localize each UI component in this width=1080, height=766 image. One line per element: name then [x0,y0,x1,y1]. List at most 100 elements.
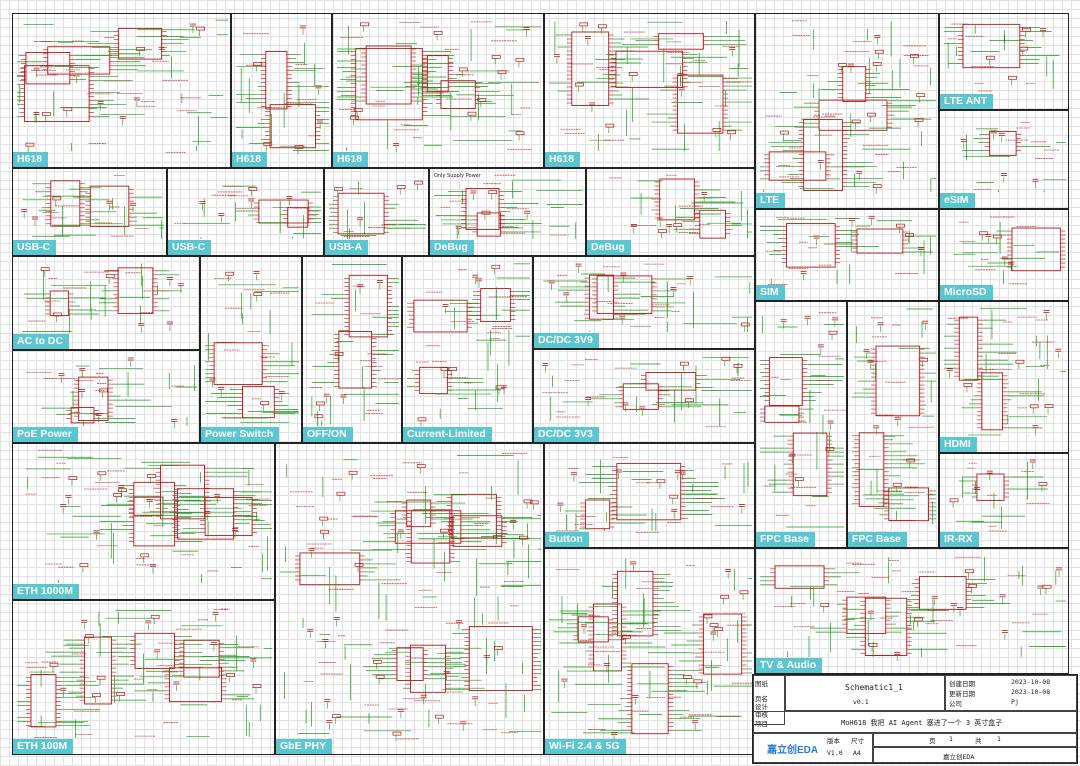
block-tv-audio[interactable]: TV & Audio [755,548,1069,674]
block-lte[interactable]: LTE [755,13,939,209]
block-microsd[interactable]: MicroSD [939,209,1069,301]
block-usb-c-b[interactable]: USB-C [167,168,324,256]
block-power-switch[interactable]: Power Switch [200,256,302,443]
schematic-ac-to-dc [22,263,184,333]
block-label: USB-A [325,240,369,255]
title-divider [945,675,1077,711]
block-label: DC/DC 3V3 [534,427,599,442]
label-updated: 更新日期 [949,690,975,698]
block-h618-a[interactable]: H618 [12,13,231,168]
title-divider [753,733,873,763]
schematic-dcdc-3v9 [543,263,752,332]
sheet-number: 1 [949,735,953,743]
block-usb-a[interactable]: USB-A [324,168,429,256]
block-dcdc-3v3[interactable]: DC/DC 3V3 [533,349,755,443]
block-label: USB-C [168,240,212,255]
block-label: Button [545,532,589,547]
schematic-eth-1000m [25,449,272,583]
block-label: Power Switch [201,427,280,442]
block-label: eSIM [940,193,975,208]
block-h618-b[interactable]: H618 [231,13,332,168]
schematic-poe-power [26,357,197,429]
block-fpc-base-b[interactable]: FPC Base [847,301,939,548]
schematic-usb-c-a [21,175,164,239]
label-project: 项目 [755,720,768,728]
schematic-h618-b [236,25,329,155]
block-label: Wi-Fi 2.4 & 5G [545,739,626,754]
sheet-name: Schematic1_1 [845,683,903,692]
block-wifi[interactable]: Wi-Fi 2.4 & 5G [544,548,755,755]
schematic-debug-a [434,174,583,239]
label-designer: 设计 [755,703,768,711]
block-ac-to-dc[interactable]: AC to DC [12,256,200,350]
block-current-limited[interactable]: Current-Limited [402,256,533,443]
label-company: 公司 [949,700,962,708]
block-label: LTE ANT [940,94,994,109]
block-eth-100m[interactable]: ETH 100M [12,600,275,755]
schematic-eth-100m [17,608,272,738]
block-label: FPC Base [848,532,908,547]
schematic-tv-audio [760,556,1066,662]
block-gbe-phy[interactable]: GbE PHY [275,443,544,755]
label-size: 尺寸 [851,737,864,745]
block-label: H618 [13,152,49,167]
label-sheet: 页 [929,737,936,745]
block-sim[interactable]: SIM [755,209,939,301]
block-usb-c-a[interactable]: USB-C [12,168,167,256]
sheet-total: 1 [997,735,1001,743]
created-date: 2023-10-08 [1011,678,1051,686]
label-reviewer: 审核 [755,711,768,719]
block-label: DeBug [430,240,474,255]
block-ir-rx[interactable]: IR-RX [939,453,1069,548]
title-divider [753,711,1077,733]
block-label: OFF/ON [303,427,353,442]
schematic-off-on [309,264,401,426]
block-label: SIM [756,285,785,300]
schematic-wifi [549,558,754,742]
schematic-lte [760,20,936,194]
block-dcdc-3v9[interactable]: DC/DC 3V9 [533,256,755,349]
block-debug-b[interactable]: DeBug [586,168,755,256]
block-label: H618 [545,152,581,167]
block-label: DC/DC 3V9 [534,333,599,348]
title-divider [785,675,945,711]
schematic-gbe-phy [280,452,541,742]
updated-date: 2023-10-08 [1011,688,1051,696]
block-lte-ant[interactable]: LTE ANT [939,13,1069,110]
label-total: 共 [975,737,982,745]
project-title: MoH618 我把 AI Agent 塞进了一个 3 英寸盒子 [841,719,1003,727]
block-button[interactable]: Button [544,443,755,548]
title-divider [873,747,1077,763]
schematic-debug-b [609,174,752,239]
block-label: H618 [232,152,268,167]
block-eth-1000m[interactable]: ETH 1000M [12,443,275,600]
block-esim[interactable]: eSIM [939,110,1069,209]
schematic-usb-c-b [174,185,321,239]
block-label: H618 [333,152,369,167]
block-hdmi[interactable]: HDMI [939,301,1069,453]
paper-size: A4 [853,749,861,757]
block-label: TV & Audio [756,658,823,673]
block-h618-d[interactable]: H618 [544,13,755,168]
page-version: v0.1 [853,698,869,706]
title-block: 图纸 页名 设计 审核 Schematic1_1 v0.1 创建日期 更新日期 … [752,674,1078,764]
block-poe-power[interactable]: PoE Power [12,350,200,443]
block-h618-c[interactable]: H618 [332,13,544,168]
block-label: HDMI [940,437,977,452]
block-label: DeBug [587,240,631,255]
schematic-dcdc-3v3 [542,356,752,428]
schematic-usb-a [329,180,426,239]
block-label: ETH 100M [13,739,74,754]
label-version: 版本 [827,737,840,745]
schematic-lte-ant [944,23,1060,92]
block-label: USB-C [13,240,57,255]
schematic-fpc-base-a [759,312,846,528]
logo-text: 嘉立创EDA [767,745,819,756]
block-fpc-base-a[interactable]: FPC Base [755,301,847,548]
schematic-h618-a [17,19,228,153]
schematic-current-limited [407,263,530,427]
block-off-on[interactable]: OFF/ON [302,256,402,443]
block-label: PoE Power [13,427,78,442]
schematic-esim [960,122,1066,192]
